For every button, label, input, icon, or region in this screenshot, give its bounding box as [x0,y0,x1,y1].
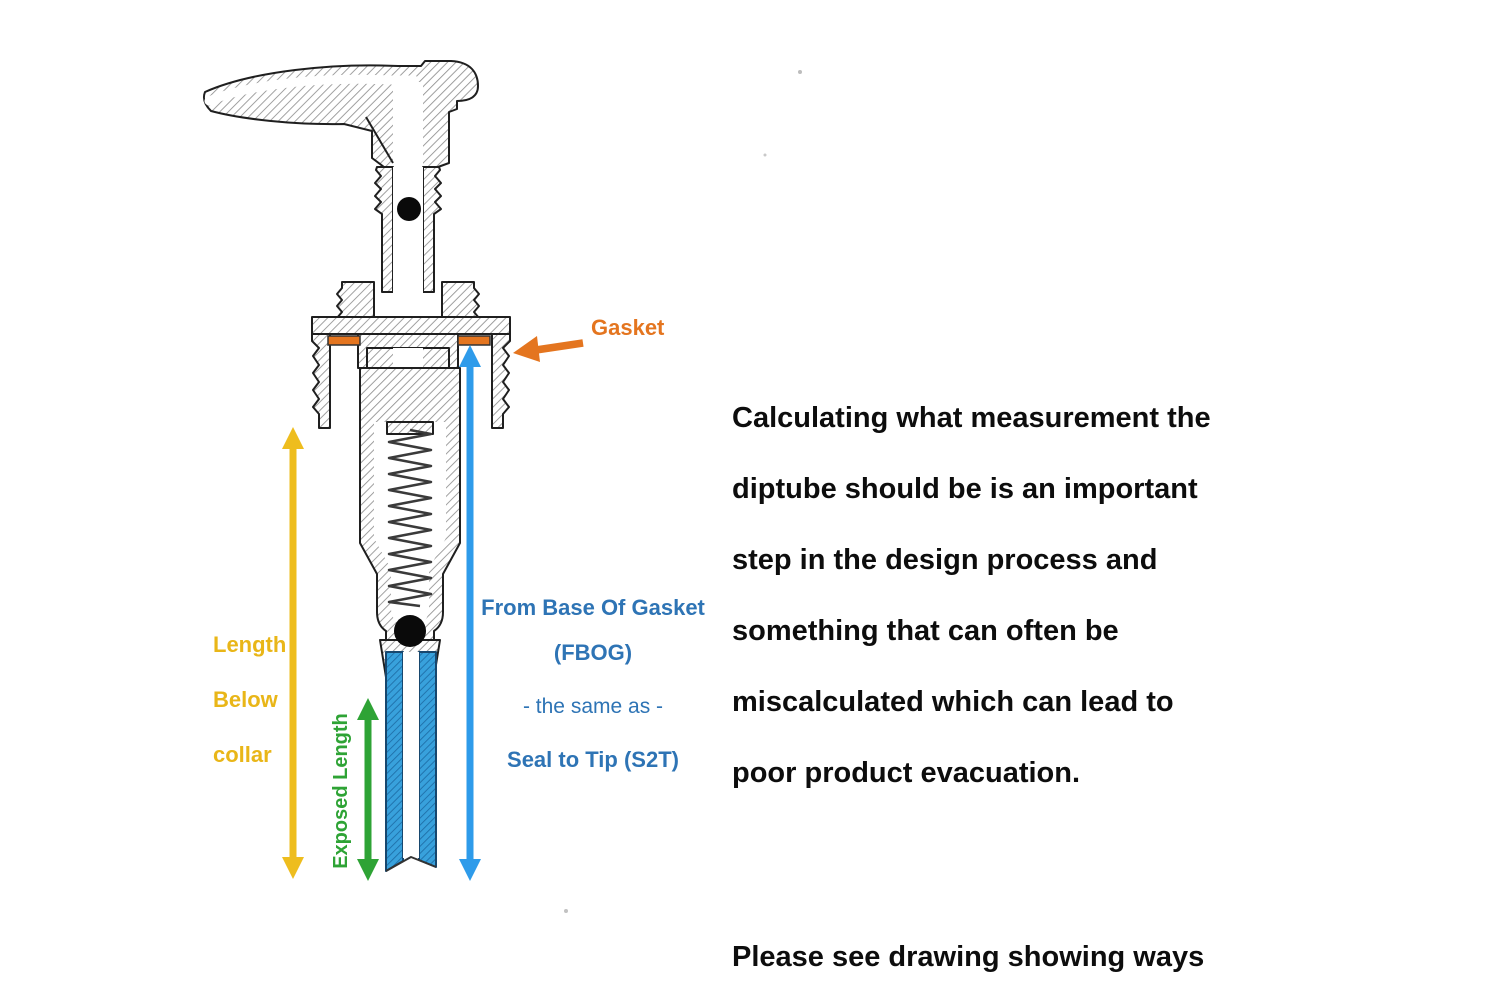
fbog-arrow [459,345,481,881]
exposed-length-arrow [357,698,379,881]
lbc-line2: Below [213,686,278,712]
fbog-label-line1: From Base Of Gasket [481,595,705,620]
fbog-label-block: From Base Of Gasket (FBOG) - the same as… [468,576,718,791]
diptube-notch [385,856,437,872]
fbog-label-line4: Seal to Tip (S2T) [507,747,679,772]
pump-actuator-head [202,60,479,168]
gasket-pointer-arrow [513,336,584,362]
exposed-length-label: Exposed Length [330,713,352,869]
lower-ball-valve [394,615,426,647]
lbc-line3: collar [213,741,272,767]
scan-artifacts [564,70,1112,964]
description-text: Calculating what measurement the diptube… [732,330,1284,1000]
length-below-collar-label: Length Below collar [213,603,286,796]
pump-spring [387,428,433,608]
description-paragraph-1: Calculating what measurement the diptube… [732,402,1211,789]
upper-ball-valve [397,197,421,221]
fbog-label-line2: (FBOG) [553,640,633,665]
lbc-line1: Length [213,631,287,657]
gasket-left [327,335,361,346]
gasket-right [457,335,491,346]
length-below-collar-arrow [282,427,304,879]
gasket-label: Gasket [591,315,665,340]
fbog-label-line3: - the same as - [522,695,664,718]
diptube [385,651,437,872]
description-paragraph-2: Please see drawing showing ways the dipt… [732,941,1205,973]
gasket-seal [327,335,491,346]
pump-chamber [359,367,461,703]
